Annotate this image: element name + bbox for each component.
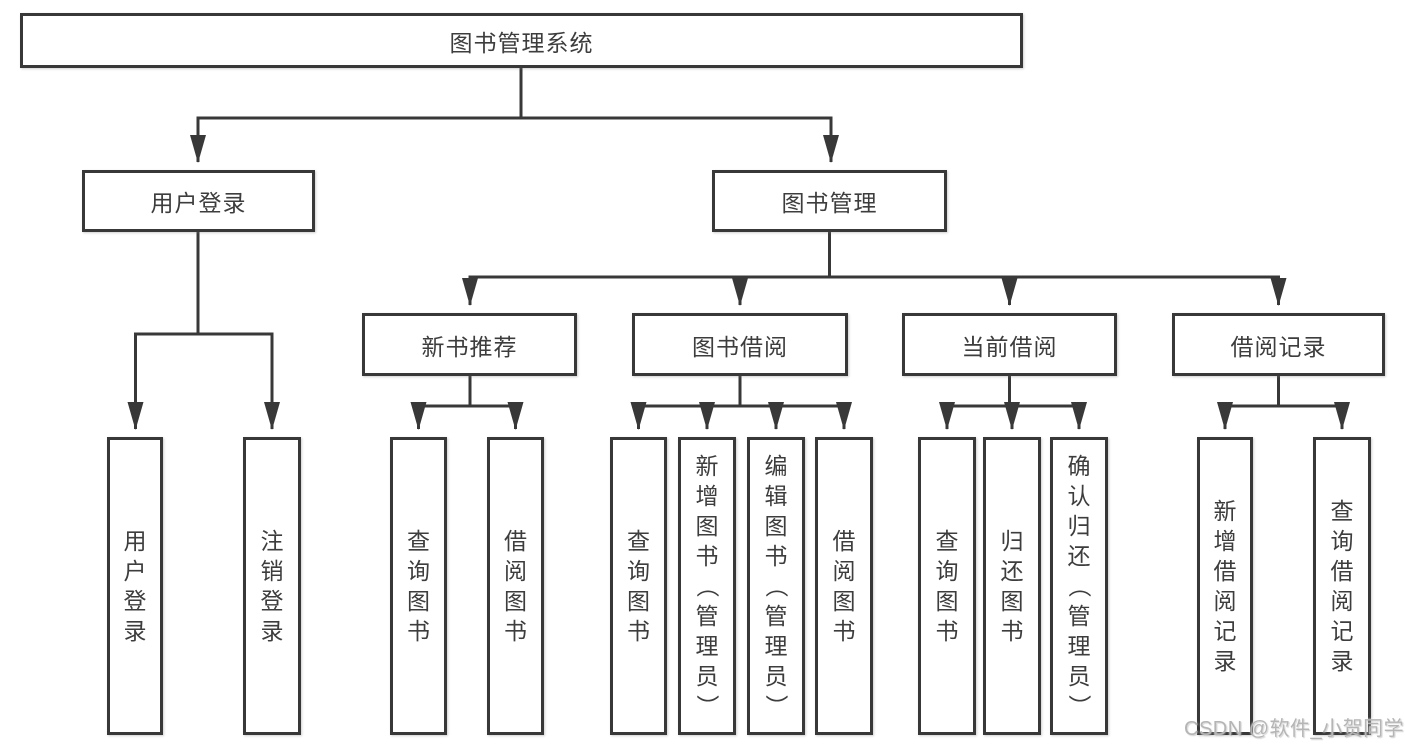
node-label: 用户登录: [150, 190, 247, 216]
node-label: 归还图书: [1000, 528, 1024, 644]
node-leaf-edit-books-admin: 编辑图书（管理员）: [747, 437, 805, 735]
node-new-book-recommendation: 新书推荐: [362, 313, 577, 376]
node-book-management: 图书管理: [712, 170, 947, 232]
node-label: 新增借阅记录: [1213, 498, 1237, 674]
node-leaf-query-books-2: 查询图书: [610, 437, 667, 735]
node-label: 确认归还（管理员）: [1066, 453, 1092, 718]
node-leaf-add-borrow-record: 新增借阅记录: [1197, 437, 1253, 735]
node-leaf-borrow-books-2: 借阅图书: [815, 437, 873, 735]
node-label: 新增图书（管理员）: [694, 453, 720, 718]
node-borrowing-records: 借阅记录: [1172, 313, 1385, 376]
node-leaf-return-books: 归还图书: [983, 437, 1041, 735]
node-leaf-query-books-1: 查询图书: [390, 437, 447, 735]
node-label: 新书推荐: [421, 333, 518, 360]
node-label: 当前借阅: [961, 333, 1058, 360]
node-label: 借阅记录: [1230, 333, 1327, 360]
node-label: 查询图书: [627, 528, 650, 644]
node-label: 图书管理: [781, 190, 878, 216]
node-library-management-system: 图书管理系统: [20, 13, 1023, 68]
node-leaf-add-books-admin: 新增图书（管理员）: [678, 437, 736, 735]
node-label: 查询借阅记录: [1330, 498, 1354, 674]
node-label: 借阅图书: [504, 528, 527, 644]
node-label: 图书借阅: [692, 333, 788, 360]
node-book-borrowing: 图书借阅: [632, 313, 848, 376]
node-label: 图书管理系统: [449, 29, 594, 56]
csdn-watermark: CSDN @软件_小贺同学: [1184, 718, 1405, 740]
node-leaf-user-login: 用户登录: [107, 437, 163, 735]
node-label: 借阅图书: [832, 528, 856, 644]
node-leaf-confirm-return-admin: 确认归还（管理员）: [1050, 437, 1108, 735]
node-user-login: 用户登录: [82, 170, 315, 232]
node-leaf-query-borrow-record: 查询借阅记录: [1313, 437, 1371, 735]
node-label: 查询图书: [407, 528, 430, 644]
node-label: 查询图书: [935, 528, 959, 644]
node-label: 注销登录: [260, 528, 284, 644]
node-label: 用户登录: [123, 528, 147, 644]
node-leaf-borrow-books-1: 借阅图书: [487, 437, 544, 735]
node-leaf-query-books-3: 查询图书: [918, 437, 976, 735]
node-label: 编辑图书（管理员）: [763, 453, 789, 718]
node-leaf-logout: 注销登录: [243, 437, 301, 735]
node-current-borrowing: 当前借阅: [902, 313, 1117, 376]
